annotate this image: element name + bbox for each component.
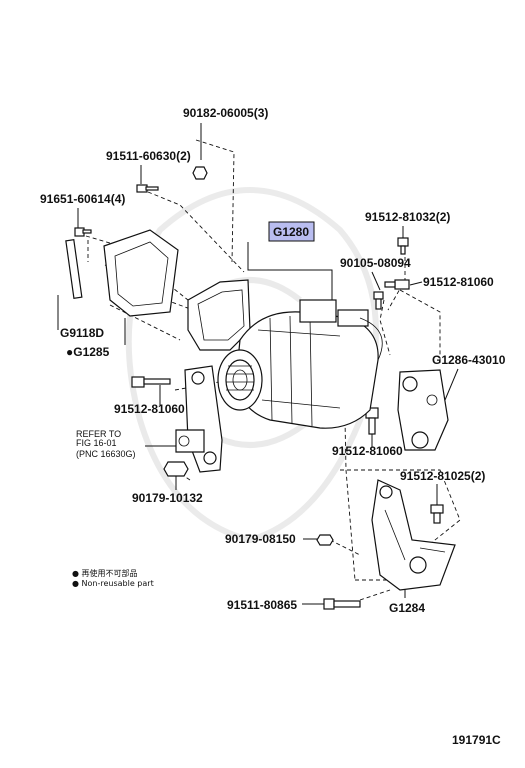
label-g1280[interactable]: G1280 xyxy=(273,225,309,239)
g1280-highlight xyxy=(268,221,315,242)
bracket-g1284[interactable] xyxy=(371,479,456,591)
label-91511-80865[interactable]: 91511-80865 xyxy=(227,598,297,612)
gasket-g1285[interactable] xyxy=(103,229,179,317)
label-90182-06005[interactable]: 90182-06005(3) xyxy=(183,106,268,120)
label-90179-10132[interactable]: 90179-10132 xyxy=(132,491,203,505)
bolt-91511-80865[interactable] xyxy=(323,598,361,610)
bolt-90105-08094[interactable] xyxy=(373,291,384,310)
bolt-91511-60630[interactable] xyxy=(136,184,159,193)
label-g1285[interactable]: ●G1285 xyxy=(66,345,110,359)
label-g1286-43010[interactable]: G1286-43010 xyxy=(432,353,506,367)
label-91512-81032[interactable]: 91512-81032(2) xyxy=(365,210,450,224)
alternator-g1280[interactable] xyxy=(217,299,383,429)
label-91651-60614[interactable]: 91651-60614(4) xyxy=(40,192,125,206)
legend-japanese: ● 再使用不可部品 xyxy=(72,568,138,578)
label-91512-81060-top[interactable]: 91512-81060 xyxy=(423,275,494,289)
refer-line-1: REFER TO xyxy=(76,429,121,439)
diagram-id: 191791C xyxy=(452,733,501,747)
nut-90182[interactable] xyxy=(192,166,208,180)
refer-line-2[interactable]: FIG 16-01 xyxy=(76,438,117,448)
legend-english: ● Non-reusable part xyxy=(72,579,154,588)
tensioner-bracket-left[interactable] xyxy=(175,365,223,473)
label-90179-08150[interactable]: 90179-08150 xyxy=(225,532,296,546)
bolt-91512-81060-top[interactable] xyxy=(384,279,410,290)
nut-90179-10132[interactable] xyxy=(163,461,189,477)
strip-g9118d[interactable] xyxy=(65,239,83,299)
bolt-91651-60614[interactable] xyxy=(74,227,92,237)
bolt-91512-81060-left[interactable] xyxy=(131,376,171,388)
nut-90179-08150[interactable] xyxy=(316,534,334,546)
bracket-g1286[interactable] xyxy=(397,369,449,451)
refer-line-3: (PNC 16630G) xyxy=(76,449,136,459)
bolt-91512-81025[interactable] xyxy=(430,504,444,524)
label-g1284[interactable]: G1284 xyxy=(389,601,425,615)
bolt-91512-81032[interactable] xyxy=(397,237,409,255)
label-g9118d[interactable]: G9118D xyxy=(60,326,104,340)
label-91512-81060-right[interactable]: 91512-81060 xyxy=(332,444,403,458)
label-90105-08094[interactable]: 90105-08094 xyxy=(340,256,411,270)
label-91511-60630[interactable]: 91511-60630(2) xyxy=(106,149,191,163)
label-91512-81060-left[interactable]: 91512-81060 xyxy=(114,402,185,416)
